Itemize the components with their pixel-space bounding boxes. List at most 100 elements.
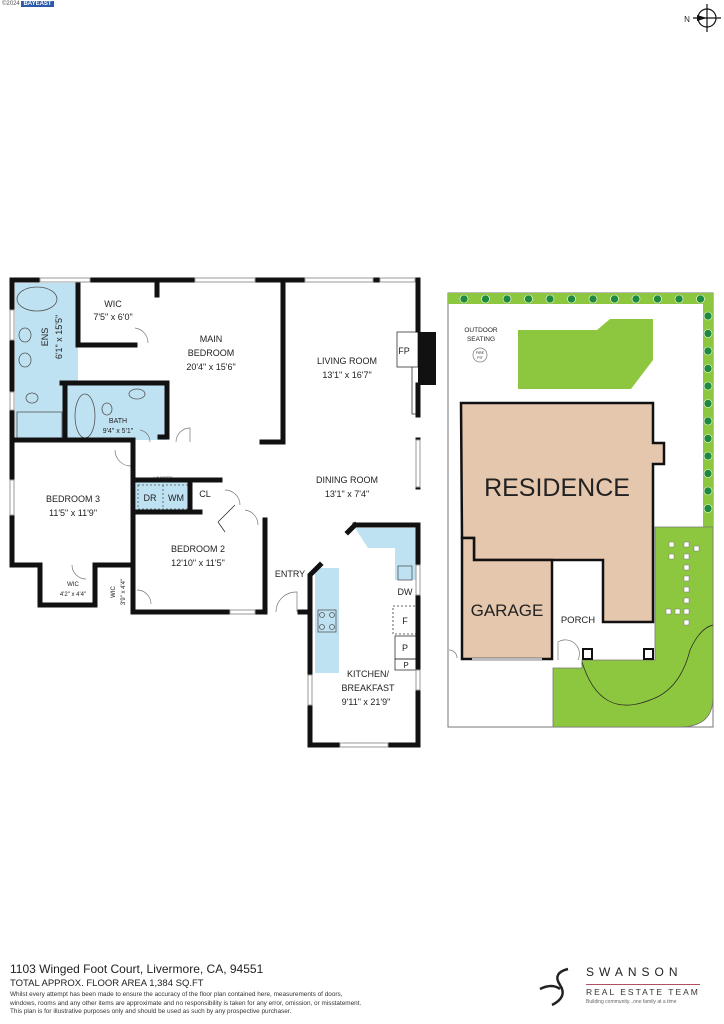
tree-icon xyxy=(703,504,713,513)
paver xyxy=(683,619,690,626)
wic-main-label: WIC xyxy=(104,299,122,309)
wic-b2-size: 3'9" x 4'4" xyxy=(121,579,127,605)
main-bedroom-label-2: BEDROOM xyxy=(188,348,235,358)
ens-size: 6'1" x 15'5" xyxy=(54,315,64,359)
windows xyxy=(9,277,421,748)
tree-icon xyxy=(459,294,469,304)
tree-icon xyxy=(567,294,576,304)
kitchen-label: KITCHEN/ xyxy=(347,669,390,679)
brand-tagline: Building community...one family at a tim… xyxy=(586,999,677,1005)
hedge-right xyxy=(703,293,713,528)
tree-icon xyxy=(610,294,619,304)
ens-label: ENS xyxy=(40,328,50,347)
tree-icon xyxy=(703,346,713,356)
bedroom3-label: BEDROOM 3 xyxy=(46,494,100,504)
tree-icon xyxy=(703,434,713,443)
kitchen-size: 9'11" x 21'9" xyxy=(342,697,391,707)
paver xyxy=(683,575,690,582)
laundry-area xyxy=(136,482,191,512)
compass-icon: N xyxy=(684,4,721,32)
swanson-logo: SWANSON REAL ESTATE TEAM Building commun… xyxy=(538,965,718,1015)
sink-icon xyxy=(128,388,146,400)
fixtures xyxy=(16,286,419,671)
entry-label: ENTRY xyxy=(275,569,305,579)
disclaimer-line: Whilst every attempt has been made to en… xyxy=(10,991,343,998)
tree-icon xyxy=(696,294,705,304)
paver xyxy=(683,597,690,604)
compass-north-label: N xyxy=(684,15,690,24)
bedroom2-size: 12'10" x 11'5" xyxy=(171,558,225,568)
swanson-s-icon xyxy=(539,967,569,1007)
toilet-icon xyxy=(101,402,113,416)
garage-footprint xyxy=(460,536,554,661)
tree-icon xyxy=(674,294,684,304)
wic-b3-label: WIC xyxy=(67,582,79,588)
porch-label: PORCH xyxy=(561,615,595,626)
disclaimer: Whilst every attempt has been made to en… xyxy=(10,991,361,1017)
hedge-top xyxy=(448,293,713,304)
tree-icon xyxy=(703,311,713,321)
wet-areas xyxy=(15,283,416,673)
tree-icon xyxy=(502,294,512,304)
paver xyxy=(665,608,672,615)
tree-icon xyxy=(588,294,598,304)
tree-icon xyxy=(703,329,713,338)
tree-icon xyxy=(545,294,555,304)
paver xyxy=(668,553,675,560)
paver xyxy=(674,608,681,615)
wic-b3-size: 4'2" x 4'4" xyxy=(60,592,86,598)
paver xyxy=(693,545,700,552)
brand-name: SWANSON xyxy=(586,965,683,979)
property-address: 1103 Winged Foot Court, Livermore, CA, 9… xyxy=(10,962,264,976)
room-labels: WIC 7'5" x 6'0" MAIN BEDROOM 20'4" x 15'… xyxy=(40,299,413,707)
living-room-size: 13'1" x 16'7" xyxy=(322,370,371,380)
paver xyxy=(683,608,690,615)
tree-icon xyxy=(524,294,533,304)
total-floor-area: TOTAL APPROX. FLOOR AREA 1,384 SQ.FT xyxy=(10,978,204,989)
kitchen-counter xyxy=(355,528,416,580)
stove-icon xyxy=(317,609,337,633)
washer-label: WM xyxy=(168,493,184,503)
pantry-label: P xyxy=(402,643,408,653)
fridge-label: F xyxy=(402,616,408,626)
lawn-back xyxy=(518,319,653,389)
copyright-logo: ©2024 BAYEAST xyxy=(2,1,54,7)
laundry-label: LAUNDRY xyxy=(153,475,172,480)
dining-room-size: 13'1" x 7'4" xyxy=(325,489,369,499)
residence-label: RESIDENCE xyxy=(484,474,630,502)
dining-room-label: DINING ROOM xyxy=(316,475,378,485)
main-bedroom-label: MAIN xyxy=(200,334,223,344)
footer: 1103 Winged Foot Court, Livermore, CA, 9… xyxy=(10,962,361,1017)
bath-area xyxy=(65,383,167,440)
toilet-icon xyxy=(25,392,39,404)
brand-subtitle: REAL ESTATE TEAM xyxy=(586,984,700,997)
bathtub-icon xyxy=(16,286,58,312)
wic-b2-label: WIC xyxy=(111,586,117,598)
stepping-stones xyxy=(665,541,700,626)
tree-icon xyxy=(703,416,713,426)
pantry-label-2: P xyxy=(403,661,408,670)
kitchen-sink-icon xyxy=(397,565,413,581)
outdoor-seating-label-2: SEATING xyxy=(467,336,495,343)
paver xyxy=(683,586,690,593)
bath-label: BATH xyxy=(109,418,127,425)
ensuite-area xyxy=(15,283,78,383)
copyright-year: ©2024 xyxy=(2,1,20,7)
tree-icon xyxy=(703,451,713,461)
living-room-label: LIVING ROOM xyxy=(317,356,377,366)
tree-icon xyxy=(703,399,713,408)
sink-icon xyxy=(18,352,32,368)
paver xyxy=(683,564,690,571)
fire-pit-label: FIRE xyxy=(476,351,485,355)
tree-icon xyxy=(703,381,713,391)
dryer-label: DR xyxy=(144,493,157,503)
paver xyxy=(683,553,690,560)
disclaimer-line: windows, rooms and any other items are a… xyxy=(10,999,362,1007)
porch-post xyxy=(643,648,654,660)
porch-post xyxy=(582,648,593,660)
bedroom2-label: BEDROOM 2 xyxy=(171,544,225,554)
paver xyxy=(668,541,675,548)
disclaimer-line: This plan is for illustrative purposes o… xyxy=(10,1008,292,1016)
doors xyxy=(71,327,298,613)
